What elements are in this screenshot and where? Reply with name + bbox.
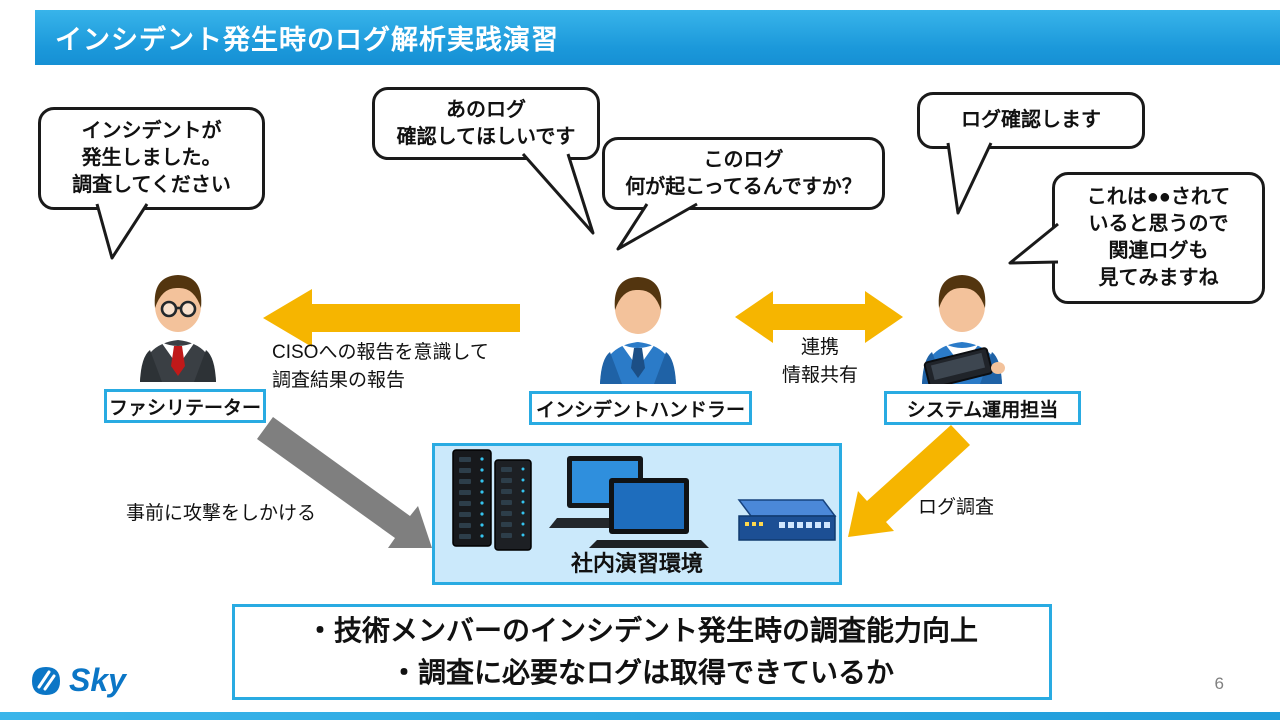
incident-handler-label: インシデントハンドラー (529, 391, 752, 425)
sky-logo-text: Sky (69, 662, 126, 698)
page-number: 6 (1214, 674, 1224, 693)
log-survey-arrow-label: ログ調査 (918, 497, 995, 518)
facilitator-label: ファシリテーター (104, 389, 266, 423)
report-arrow-label: CISOへの報告を意識して 調査結果の報告 (272, 342, 489, 391)
summary-text: ・技術メンバーのインシデント発生時の調査能力向上 ・調査に必要なログは取得できて… (305, 615, 978, 688)
cooperation-arrow-label: 連携 情報共有 (781, 337, 858, 386)
attack-arrow-label: 事前に攻撃をしかける (126, 503, 317, 524)
bubble-log-check-request: あのログ 確認してほしいです (372, 87, 600, 160)
summary-box: ・技術メンバーのインシデント発生時の調査能力向上 ・調査に必要なログは取得できて… (232, 604, 1052, 700)
server-tower-icon (452, 449, 492, 547)
bubble-analysis-comment: これは●●されて いると思うので 関連ログも 見てみますね (1052, 172, 1265, 304)
bubble-tail-2 (521, 153, 595, 235)
system-operator-label: システム運用担当 (884, 391, 1081, 425)
sky-logo-icon (32, 666, 60, 695)
bubble-tail-4 (946, 142, 993, 215)
network-switch-icon (737, 499, 837, 541)
system-operator-icon (922, 275, 1005, 384)
training-environment-box: 社内演習環境 (432, 443, 842, 585)
attack-arrow (257, 417, 432, 548)
environment-label: 社内演習環境 (570, 551, 703, 576)
laptop-icon-2 (589, 478, 709, 548)
laptop-in-hand-icon (923, 347, 993, 384)
bubble-log-question: このログ 何が起こってるんですか？ (602, 137, 885, 210)
title-bar: インシデント発生時のログ解析実践演習 (35, 10, 1280, 65)
sky-logo: Sky (28, 662, 126, 699)
bubble-log-confirm: ログ確認します (917, 92, 1145, 149)
bubble-tail-1 (95, 203, 149, 260)
bubble-tail-5 (1008, 222, 1059, 265)
environment-devices (452, 449, 837, 551)
bubble-tail-3 (616, 202, 698, 251)
server-tower-icon-2 (494, 459, 532, 551)
footer-bar (0, 712, 1280, 720)
page-title: インシデント発生時のログ解析実践演習 (55, 25, 559, 55)
bubble-incident-report: インシデントが 発生しました。 調査してください (38, 107, 265, 210)
facilitator-icon (140, 275, 216, 382)
incident-handler-icon (600, 277, 676, 384)
